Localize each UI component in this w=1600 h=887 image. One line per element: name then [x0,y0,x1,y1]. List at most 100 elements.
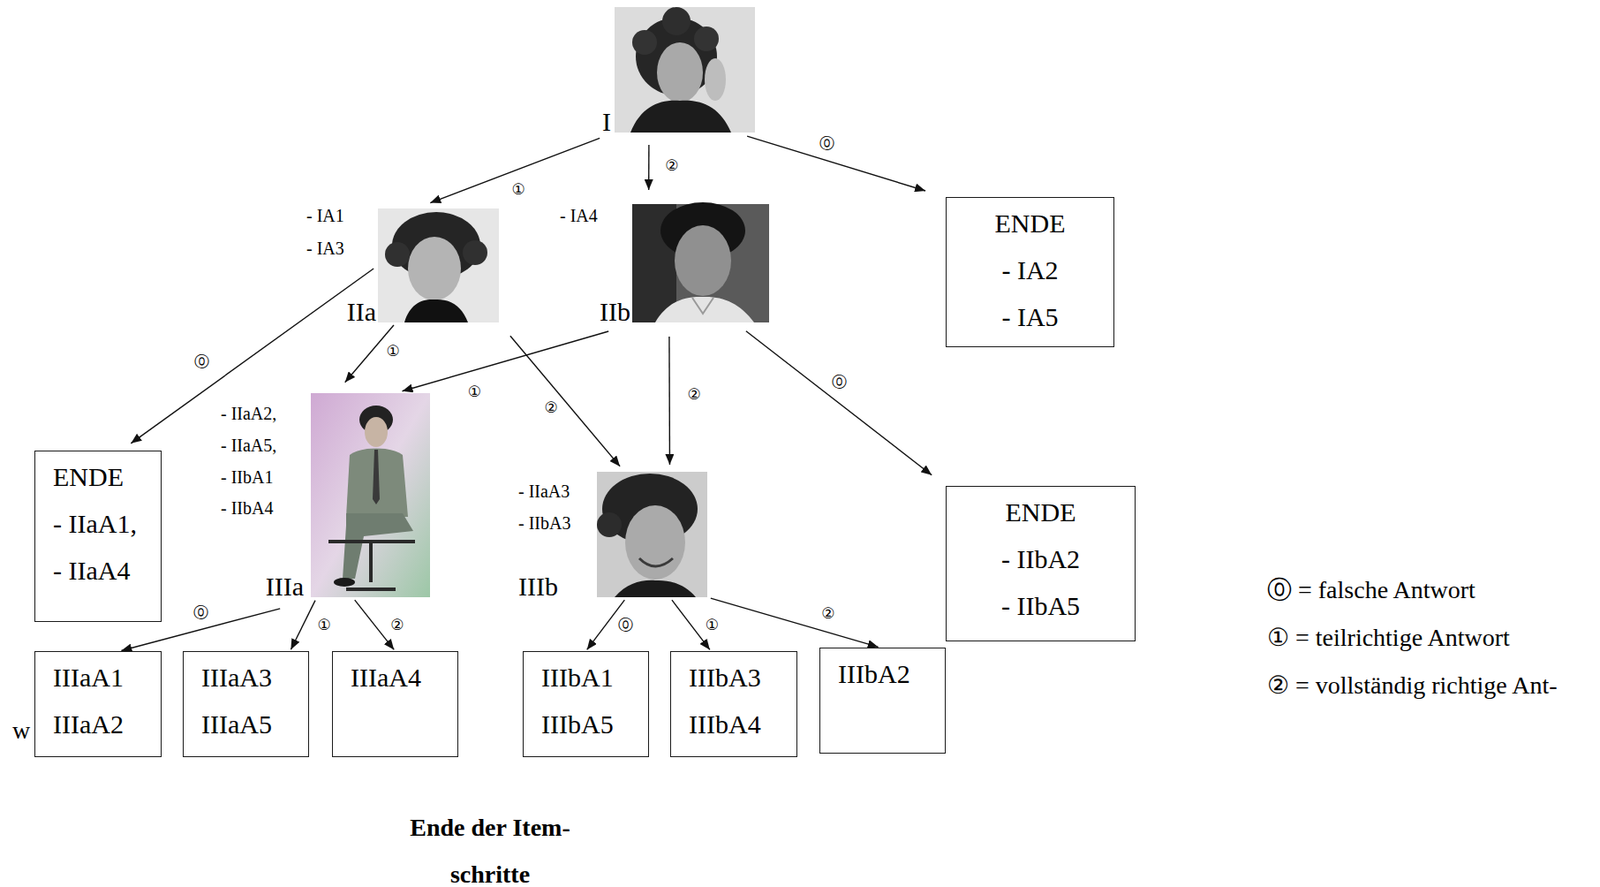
answer-score: ⓪ [830,371,849,392]
photo-ground [377,208,499,323]
answer-score: ② [686,384,703,404]
clothing-shape [614,580,696,597]
node-label: - IA1 [306,204,345,227]
smile-line [639,558,673,567]
hair-curl [694,26,719,52]
legend-entry: ① = teilrichtige Antwort [1267,613,1510,662]
legend-text: ② = vollständig richtige Ant- [1267,671,1558,699]
result-box: IIIbA1IIIbA5 [522,650,650,757]
arrow-connector [402,331,610,392]
legend-text: ① = teilrichtige Antwort [1267,623,1510,651]
photo-node: - IIaA2,- IIaA5,- IIbA1- IIbA4IIIa [310,392,431,597]
answer-score: ⓪ [192,351,212,371]
legs-shape [342,513,414,579]
node-label: IIIbA1 [541,653,614,701]
answer-score: ⓪ [191,602,211,622]
answer-score: ⓪ [616,614,635,634]
caption: Ende der Item- schritte [384,803,597,887]
arrow-connector [668,336,671,465]
face-shape [656,42,703,103]
node-label: IIIaA4 [350,653,422,701]
node-label: I [602,106,612,136]
node-label: - IA4 [559,204,598,227]
node-label: - IIaA3 [518,480,570,502]
answer-score: ① [384,340,401,361]
answer-score: ⓪ [817,133,837,153]
node-label: IIIa [265,571,304,601]
result-box: IIIaA1IIIaA2 [34,650,162,757]
result-box: ENDE- IA2- IA5 [945,196,1115,348]
result-box: IIIaA4 [332,650,459,757]
result-box: IIIaA3IIIaA5 [182,650,310,757]
photo-ground [310,392,431,597]
arrow-connector [130,268,374,444]
shirt-shape [655,296,755,323]
node-label: - IIaA5, [220,434,277,456]
result-box: ENDE- IIaA1,- IIaA4 [34,450,162,622]
node-label: IIIbA4 [688,700,762,748]
node-label: - IA5 [1001,293,1058,340]
answer-score: ② [663,155,680,175]
chair-lines [328,541,416,589]
node-label: IIIaA1 [52,653,124,701]
clothing-shape [404,299,468,323]
result-box: IIIbA2 [819,647,946,754]
node-label: - IA3 [306,237,345,259]
arrow-connector [710,597,879,647]
node-label: ENDE [995,199,1066,247]
text-fragment: w [12,706,31,755]
photo-node: - IA4IIb [632,203,770,323]
answer-score: ① [466,381,484,401]
portrait-photo [310,392,431,597]
hair-curl [596,512,622,537]
arrow-connector [290,600,316,650]
hair-curl [462,240,488,265]
node-label: IIIbA5 [541,700,614,748]
node-label: - IIbA3 [518,512,571,534]
node-label: - IIaA1, [52,499,137,547]
portrait-photo [614,7,755,133]
node-label: IIb [599,296,631,326]
node-label: IIIaA3 [201,653,272,701]
portrait-photo [377,208,499,323]
node-label: - IIbA1 [220,466,273,488]
legend-entry: ⓪ = falsche Antwort [1267,566,1476,614]
hair-curl [384,241,410,267]
node-label: IIa [347,296,377,326]
arrow-connector [648,144,650,190]
photo-node: I [614,7,755,133]
hair-curl [662,7,691,36]
node-label: - IIbA4 [220,497,273,519]
node-label: ENDE [1005,488,1077,536]
node-label: - IIbA5 [1001,581,1080,629]
node-label: - IIaA2, [220,402,277,424]
node-label: - IIaA4 [52,546,130,594]
face-shape [407,236,461,301]
hand-shape [704,58,726,101]
node-label: - IA2 [1001,246,1058,294]
result-box: IIIbA3IIIbA4 [670,650,798,757]
answer-score: ① [316,614,333,634]
photo-ground [614,7,755,133]
answer-score: ② [543,397,560,417]
node-label: ENDE [52,452,124,500]
result-box: ENDE- IIbA2- IIbA5 [945,485,1136,642]
node-label: IIIbA2 [837,649,911,697]
node-label: - IIbA2 [1001,535,1080,582]
answer-score: ② [388,614,406,634]
node-label: IIIaA2 [52,700,124,748]
photo-node: - IA1- IA3IIa [377,208,499,323]
photo-ground [596,471,708,597]
answer-score: ① [703,614,721,634]
face-shape [364,416,388,447]
portrait-photo [632,202,770,323]
collar-line [692,297,714,314]
face-shape [625,505,686,580]
photo-node: - IIaA3- IIbA3IIIb [596,471,708,597]
arrow-connector [430,137,600,203]
portrait-photo [596,471,708,597]
tie-shape [372,449,380,505]
node-label: IIIbA3 [688,653,762,701]
